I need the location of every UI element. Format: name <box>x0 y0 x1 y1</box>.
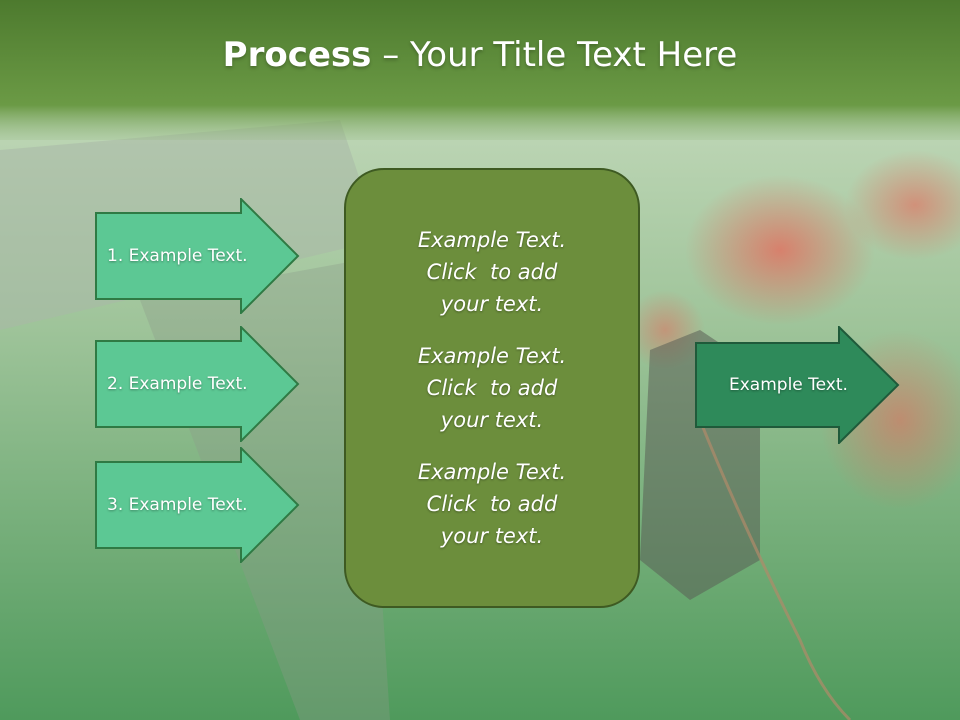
title-bold: Process <box>222 35 372 75</box>
block-3-line-2: Click to add <box>426 492 558 516</box>
center-text-box[interactable]: Example Text. Click to add your text. Ex… <box>344 168 640 608</box>
block-2-line-3: your text. <box>440 408 544 432</box>
left-arrow-2[interactable]: 2. Example Text. <box>95 326 300 442</box>
block-1-line-3: your text. <box>440 292 544 316</box>
left-arrow-2-label: 2. Example Text. <box>107 374 248 394</box>
right-arrow[interactable]: Example Text. <box>695 326 900 444</box>
block-3-line-3: your text. <box>440 524 544 548</box>
block-3-line-1: Example Text. <box>417 460 567 484</box>
arrow-shape-icon <box>695 326 900 444</box>
title-bar: Process – Your Title Text Here <box>0 0 960 130</box>
arrow-shape-icon <box>95 447 300 563</box>
title-text: Your Title Text Here <box>410 35 738 75</box>
center-text-block-1: Example Text. Click to add your text. <box>418 224 566 320</box>
block-2-line-2: Click to add <box>426 376 558 400</box>
title-dash: – <box>382 35 400 75</box>
right-arrow-label: Example Text. <box>729 375 848 395</box>
center-text-block-2: Example Text. Click to add your text. <box>418 340 566 436</box>
center-text-block-3: Example Text. Click to add your text. <box>418 456 566 552</box>
block-1-line-2: Click to add <box>426 260 558 284</box>
slide-title: Process – Your Title Text Here <box>223 35 738 75</box>
left-arrow-3[interactable]: 3. Example Text. <box>95 447 300 563</box>
left-arrow-3-label: 3. Example Text. <box>107 495 248 515</box>
left-arrow-1[interactable]: 1. Example Text. <box>95 198 300 314</box>
left-arrow-1-label: 1. Example Text. <box>107 246 248 266</box>
arrow-shape-icon <box>95 198 300 314</box>
block-1-line-1: Example Text. <box>417 228 567 252</box>
arrow-shape-icon <box>95 326 300 442</box>
block-2-line-1: Example Text. <box>417 344 567 368</box>
